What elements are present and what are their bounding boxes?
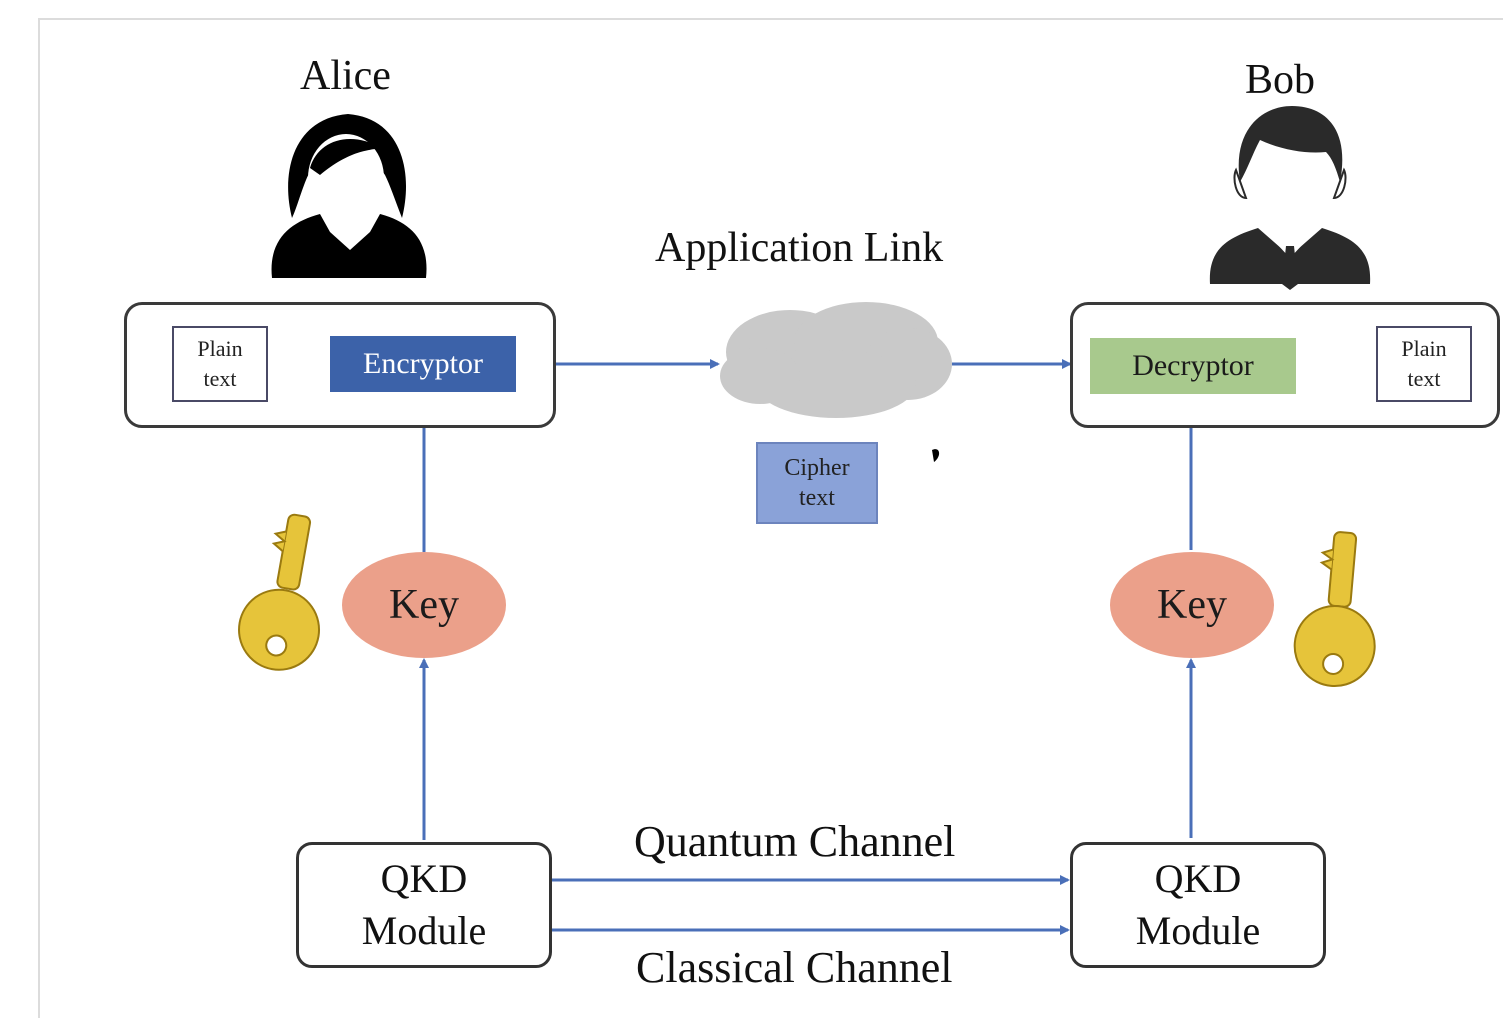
qkd-line2: Module: [1135, 908, 1261, 953]
qkd-line1: QKD: [1154, 856, 1242, 901]
alice-key-oval: Key: [342, 552, 506, 658]
alice-label: Alice: [300, 53, 391, 99]
plain-text-line2: text: [1407, 366, 1441, 391]
plain-text-line1: Plain: [1401, 336, 1447, 361]
gold-key-icon: [238, 513, 321, 671]
alice-qkd-module: QKD Module: [296, 842, 552, 968]
man-user-icon: [1209, 106, 1371, 290]
quantum-channel-label: Quantum Channel: [634, 817, 956, 866]
bob-label: Bob: [1245, 57, 1316, 103]
alice-plaintext-doc: Plain text: [172, 326, 268, 402]
application-link-label: Application Link: [655, 225, 944, 271]
cloud-icon: [720, 302, 952, 418]
diagram-frame: [38, 18, 1503, 1018]
woman-user-icon: [271, 114, 427, 278]
classical-channel-label: Classical Channel: [636, 943, 953, 992]
cipher-line1: Cipher: [784, 455, 850, 481]
qkd-line2: Module: [361, 908, 487, 953]
decryptor-box: Decryptor: [1090, 338, 1296, 394]
cipher-text-doc: Cipher text: [756, 442, 878, 524]
cipher-line2: text: [798, 485, 835, 511]
plain-text-line2: text: [203, 366, 237, 391]
qkd-line1: QKD: [380, 856, 468, 901]
gold-key-icon: [1293, 531, 1376, 688]
bob-plaintext-doc: Plain text: [1376, 326, 1472, 402]
bob-qkd-module: QKD Module: [1070, 842, 1326, 968]
stray-mark: [932, 449, 940, 462]
encryptor-box: Encryptor: [330, 336, 516, 392]
plain-text-line1: Plain: [197, 336, 243, 361]
bob-key-oval: Key: [1110, 552, 1274, 658]
